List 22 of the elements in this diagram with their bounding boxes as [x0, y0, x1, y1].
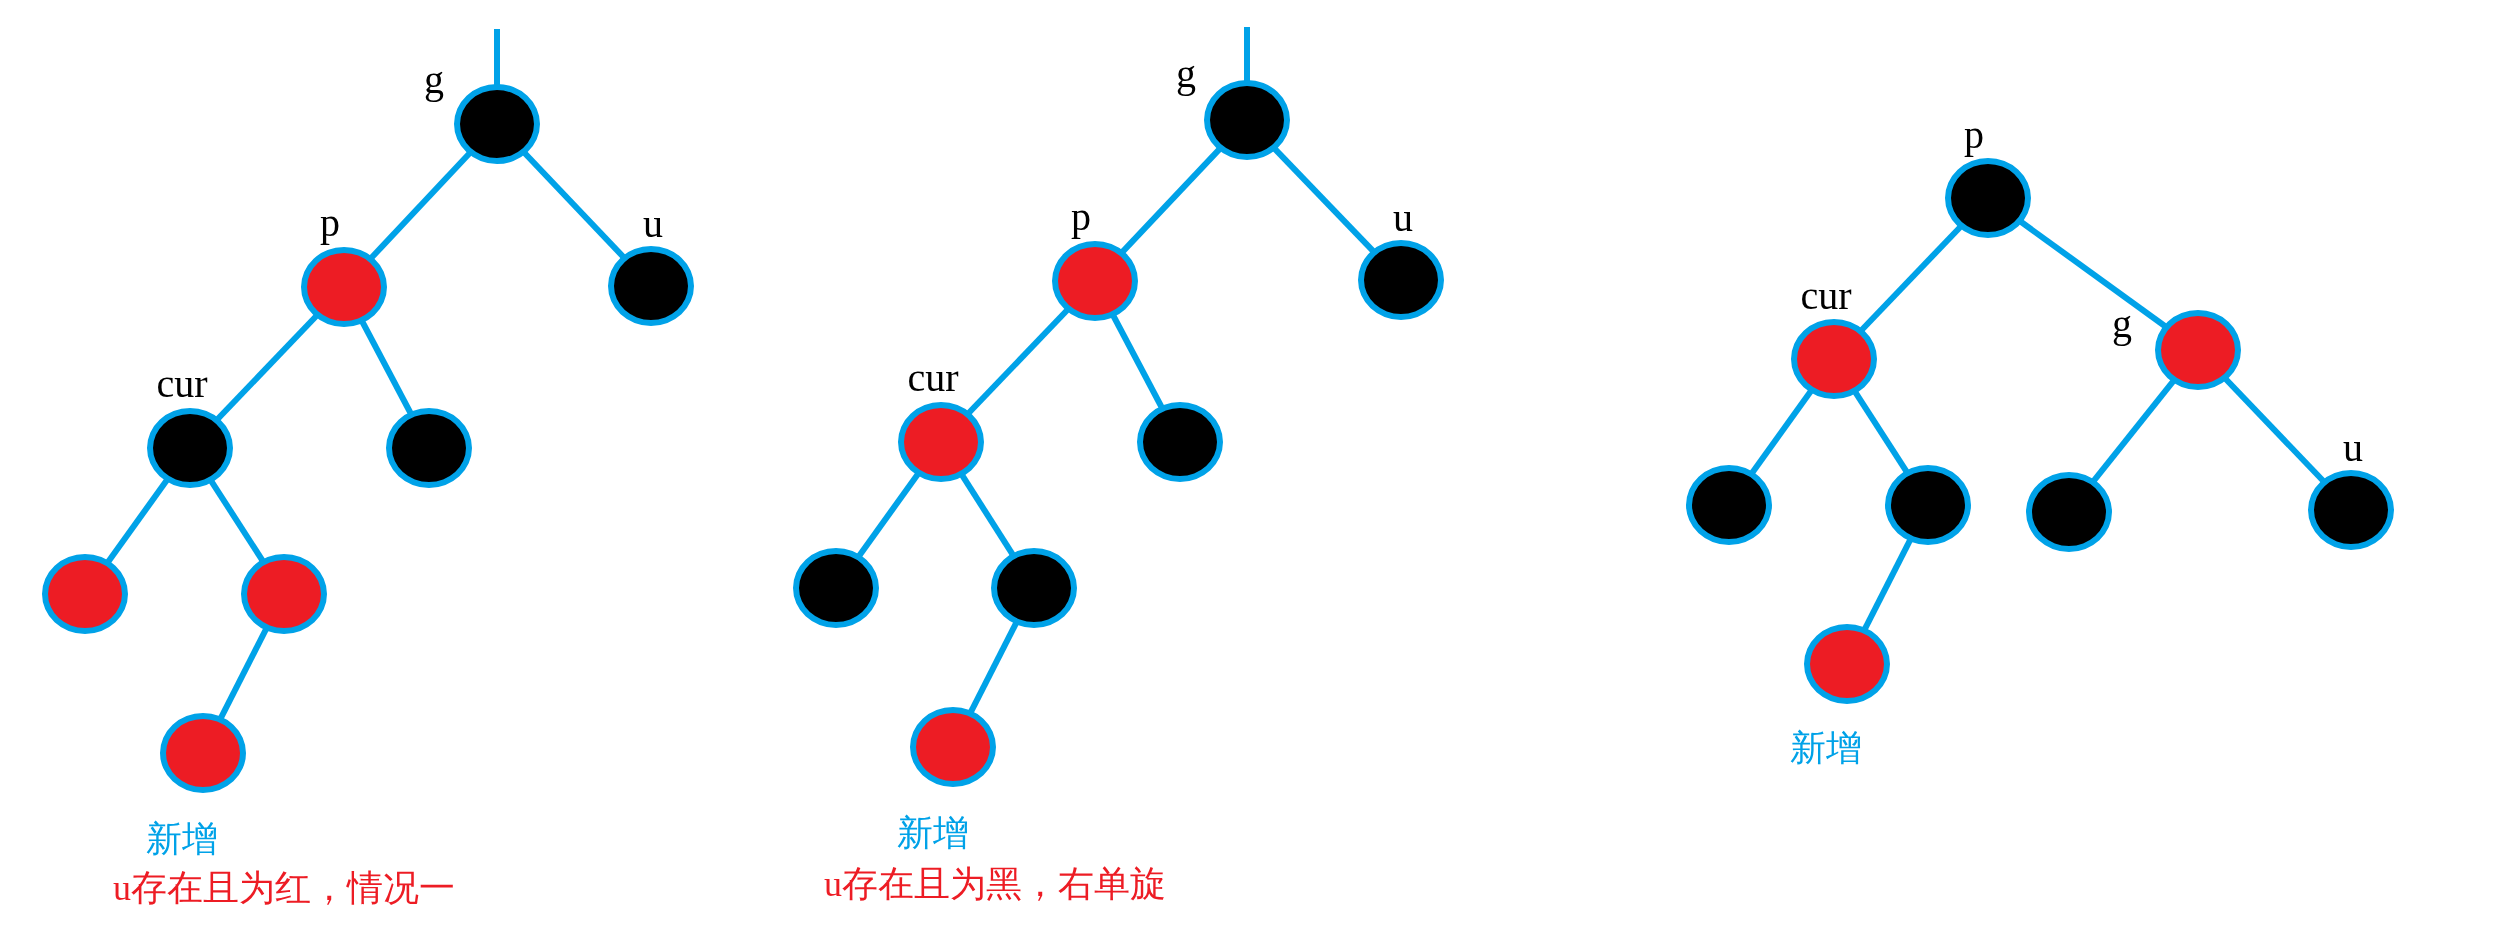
tree-edge-line: [104, 477, 171, 565]
tree-edge-line: [494, 29, 500, 87]
node-name-label: p: [320, 203, 340, 243]
node-name-label: g: [424, 60, 444, 100]
annotation-text: 新增: [146, 821, 218, 857]
node-name-label: p: [1964, 115, 1984, 155]
node-name-label: u: [1393, 198, 1413, 238]
case-caption: u存在且为红，情况一: [113, 870, 455, 906]
node-name-label: g: [1176, 54, 1196, 94]
node-name-label: cur: [1800, 276, 1852, 316]
node-name-label: g: [2112, 304, 2132, 344]
tree-edge-line: [1244, 27, 1250, 83]
annotation-text: 新增: [1790, 730, 1862, 766]
node-name-label: cur: [907, 358, 959, 398]
node-name-label: p: [1071, 197, 1091, 237]
tree-edge-line: [1748, 388, 1815, 476]
node-name-label: cur: [156, 364, 208, 404]
case-caption: u存在且为黑，右单旋: [824, 866, 1166, 902]
tree-edge-line: [855, 471, 922, 559]
node-name-label: u: [2343, 428, 2363, 468]
annotation-text: 新增: [897, 815, 969, 851]
node-name-label: u: [643, 204, 663, 244]
